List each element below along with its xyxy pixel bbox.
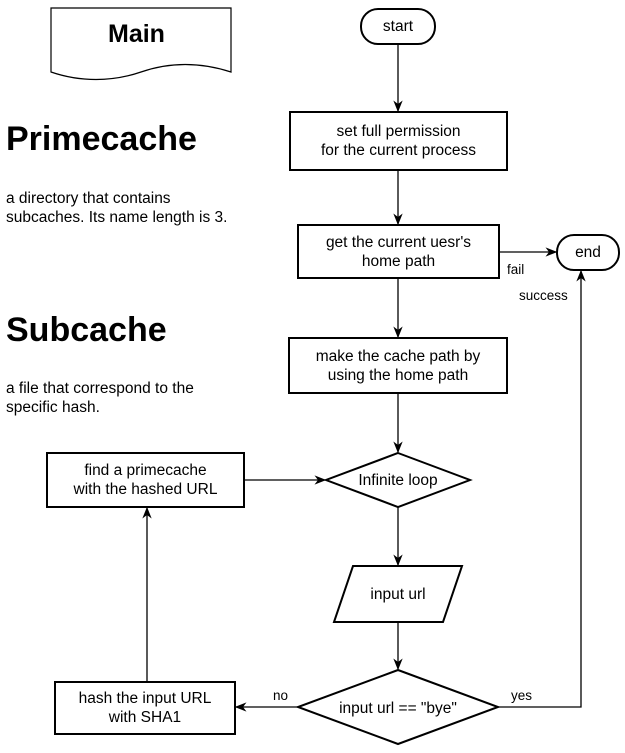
subcache-description-line2: specific hash. (6, 399, 100, 416)
primecache-description-line1: a directory that contains (6, 190, 171, 207)
find-primecache-label: find a primecache with the hashed URL (73, 462, 218, 498)
hash-url-label: hash the input URL with SHA1 (78, 690, 212, 726)
primecache-heading: Primecache (6, 120, 197, 158)
main-document-title: Main (108, 20, 165, 48)
end-label: end (575, 244, 601, 261)
success-edge-label: success (519, 288, 568, 303)
yes-edge-label: yes (511, 688, 533, 703)
main-document-shape (50, 7, 232, 81)
no-edge-label: no (273, 688, 289, 703)
set-permission-label: set full permission for the current proc… (320, 123, 477, 159)
primecache-description-line2: subcaches. Its name length is 3. (6, 209, 228, 226)
infinite-loop-label: Infinite loop (358, 471, 438, 489)
get-home-path-label: get the current uesr's home path (325, 233, 472, 270)
check-bye-label: input url == "bye" (339, 699, 457, 717)
start-label: start (382, 18, 414, 35)
make-cache-path-label: make the cache path by using the home pa… (315, 347, 481, 384)
fail-edge-label: fail (507, 262, 525, 277)
subcache-heading: Subcache (6, 311, 167, 349)
find-primecache-box (46, 452, 245, 508)
check-bye-diamond (295, 668, 501, 746)
set-permission-box (289, 111, 508, 171)
input-url-label: input url (370, 585, 426, 603)
input-url-parallelogram (332, 565, 464, 623)
hash-url-box (54, 681, 236, 735)
subcache-description-line1: a file that correspond to the (6, 380, 194, 397)
edge-check-to-end (498, 269, 586, 708)
